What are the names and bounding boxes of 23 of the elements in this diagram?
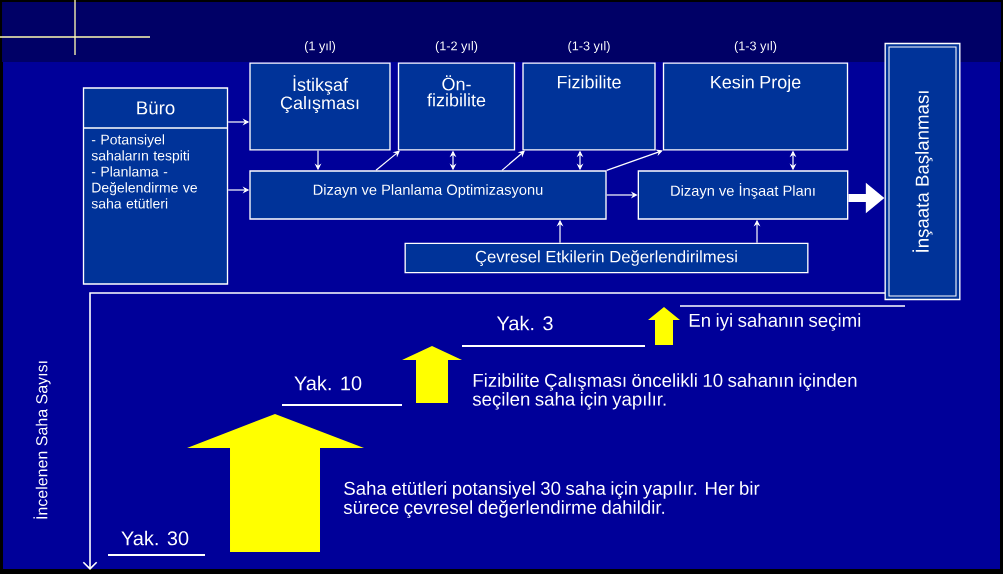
axis-label: İncelenen Saha Sayısı: [33, 361, 51, 519]
process-box: Çevresel Etkilerin Değerlendirilmesi: [404, 242, 809, 274]
node-label: (1-3 yıl): [734, 41, 777, 53]
process-box: Dizayn ve Planlama Optimizasyonu: [249, 170, 607, 220]
count-label: Yak. 10: [281, 375, 403, 406]
process-box: (1-3 yıl) Kesin Proje: [662, 41, 849, 151]
process-box: (1-3 yıl) Fizibilite: [522, 41, 656, 151]
count-label: Yak. 3: [461, 315, 646, 347]
caption-text: Fizibilite Çalışması öncelikli 10 sahanın içinden seçilen saha için yapılır.: [472, 373, 857, 410]
caption-text: Saha etütleri potansiyel 30 saha için yapılır. Her bir sürece çevresel değerlendirme dahildir.: [343, 481, 760, 518]
count-label: Yak. 30: [107, 530, 206, 556]
node-label: (1-3 yıl): [568, 41, 610, 53]
process-box: İnşaata Başlanması: [884, 42, 961, 301]
process-box: Büro - Potansiyel sahaların tespiti - Planlama -Değelendirme ve saha etütleri: [82, 87, 229, 285]
process-box: Dizayn ve İnşaat Planı: [637, 170, 849, 220]
arrow: [375, 150, 400, 171]
arrow: [606, 149, 663, 171]
process-box: (1-2 yıl) Ön- fizibilite: [397, 41, 516, 151]
node-label: (1 yıl): [304, 41, 336, 53]
process-box: (1 yıl) İstikşaf Çalışması: [249, 41, 391, 151]
node-label: (1-2 yıl): [435, 41, 478, 53]
caption-text: En iyi sahanın seçimi: [689, 313, 861, 331]
arrow: [501, 150, 525, 171]
